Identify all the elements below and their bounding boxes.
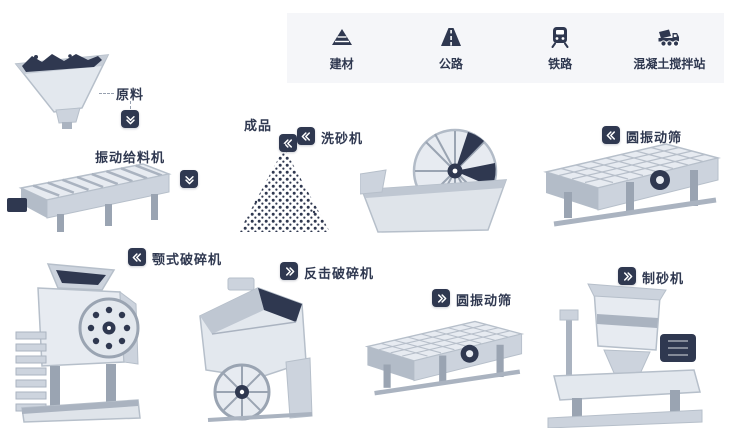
chevron-down-icon <box>125 115 135 124</box>
label-sand-washer: 洗砂机 <box>321 132 364 147</box>
raw-material-hopper-illustration <box>14 54 110 129</box>
label-jaw-crusher: 颚式破碎机 <box>152 253 223 268</box>
legend-label: 建材 <box>329 57 354 71</box>
sand-washer-illustration <box>360 128 508 233</box>
legend-label: 铁路 <box>548 57 573 71</box>
chevron-left-icon <box>132 252 141 262</box>
label-vibrating-feeder: 振动给料机 <box>95 151 166 166</box>
sand-making-machine-illustration <box>547 283 703 428</box>
chevron-left-icon <box>301 131 310 141</box>
flow-badge-raw-material[interactable] <box>121 110 139 128</box>
flow-badge-finished-product[interactable] <box>279 134 297 152</box>
legend-label: 混凝土搅拌站 <box>633 57 706 71</box>
chevron-right-icon <box>437 293 446 303</box>
chevron-left-icon <box>283 138 292 148</box>
flow-badge-sand-washer[interactable] <box>297 127 315 145</box>
building-materials-icon <box>331 29 352 45</box>
flow-badge-jaw-crusher[interactable] <box>128 248 146 266</box>
railway-icon <box>551 27 569 48</box>
flow-badge-screen-top[interactable] <box>602 126 620 144</box>
flow-badge-screen-bottom[interactable] <box>432 289 450 307</box>
connector-raw-material <box>99 93 114 94</box>
label-screen-top: 圆振动筛 <box>626 131 683 146</box>
label-impact-crusher: 反击破碎机 <box>304 267 375 282</box>
chevron-down-icon <box>184 175 194 184</box>
flow-badge-sand-maker[interactable] <box>618 267 636 285</box>
label-sand-maker: 制砂机 <box>642 272 685 287</box>
legend-item-building-materials: 建材 <box>287 13 396 83</box>
chevron-right-icon <box>285 266 294 276</box>
label-finished-product: 成品 <box>244 119 273 134</box>
chevron-left-icon <box>606 130 615 140</box>
circular-vibrating-screen-top-illustration <box>543 143 721 227</box>
label-screen-bottom: 圆振动筛 <box>456 294 513 309</box>
label-raw-material: 原料 <box>116 88 145 103</box>
concrete-mixer-truck-icon <box>658 29 680 47</box>
impact-crusher-illustration <box>199 277 313 422</box>
legend-item-railway: 铁路 <box>506 13 615 83</box>
connector-raw-material-badge <box>130 101 131 109</box>
vibrating-feeder-illustration <box>7 163 172 232</box>
legend-label: 公路 <box>438 57 463 71</box>
circular-vibrating-screen-bottom-illustration <box>364 320 525 396</box>
finished-product-pile-illustration <box>239 143 330 232</box>
flow-badge-vibrating-feeder[interactable] <box>180 170 198 188</box>
chevron-right-icon <box>623 271 632 281</box>
highway-icon <box>440 28 461 46</box>
legend-item-highway: 公路 <box>396 13 505 83</box>
flow-badge-impact-crusher[interactable] <box>280 262 298 280</box>
jaw-crusher-illustration <box>15 263 141 423</box>
legend-item-concrete-mixing-station: 混凝土搅拌站 <box>615 13 724 83</box>
legend-panel: 建材 公路 铁路 <box>287 13 724 83</box>
